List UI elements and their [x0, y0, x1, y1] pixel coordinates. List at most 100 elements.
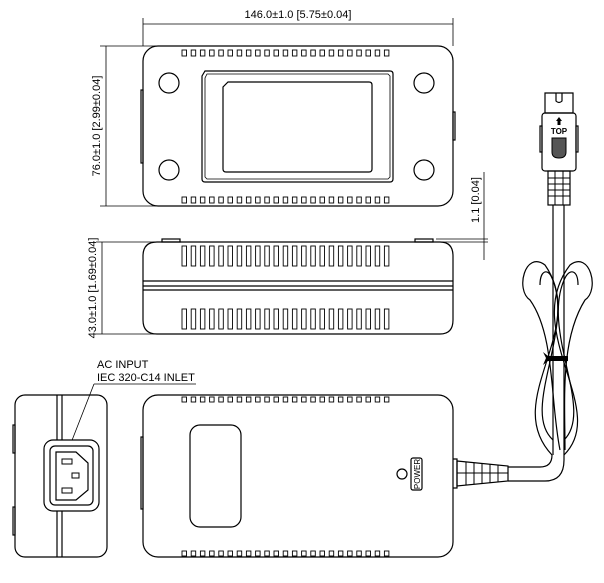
foot-dimension: 1.1 [0.04]	[470, 177, 482, 223]
vent-slot	[374, 396, 381, 403]
vent-slot	[255, 396, 261, 403]
adapter-end	[14, 394, 108, 558]
vent-slot	[319, 550, 325, 557]
vent-slot	[209, 550, 215, 557]
vent-slot	[291, 245, 298, 267]
vent-slot	[227, 49, 233, 57]
vent-slot	[310, 245, 316, 267]
vent-slot	[218, 49, 224, 57]
top-view: 146.0±1.0 [5.75±0.04] 76.0±1.0 [2.99±0.0…	[91, 9, 456, 207]
vent-slot	[245, 550, 252, 557]
vent-slot	[273, 308, 279, 330]
power-label: POWER	[413, 459, 422, 489]
vent-slot	[328, 196, 335, 204]
vent-slot	[347, 550, 353, 557]
vent-slot	[236, 308, 243, 330]
vent-slot	[190, 308, 197, 330]
vent-slot	[190, 550, 197, 557]
vent-slot	[236, 396, 243, 403]
vent-slot	[365, 245, 371, 267]
dc-cable	[508, 205, 593, 482]
vent-slot	[301, 196, 307, 204]
vent-slot	[181, 308, 187, 330]
vent-slot	[199, 550, 206, 557]
vent-slot	[209, 245, 215, 267]
vent-slot	[255, 550, 261, 557]
vent-slot	[255, 308, 261, 330]
cable-tie	[543, 352, 568, 365]
vent-slot	[181, 49, 187, 57]
vent-slot	[190, 245, 197, 267]
vent-slot	[190, 196, 197, 204]
ac-input-label: AC INPUT	[97, 359, 149, 371]
vent-slot	[273, 550, 279, 557]
vent-slot	[227, 308, 233, 330]
vent-slot	[347, 49, 353, 57]
vent-slot	[374, 550, 381, 557]
vent-slot	[291, 550, 298, 557]
vent-slot	[383, 396, 390, 403]
vent-slot	[310, 308, 316, 330]
vent-slots	[181, 196, 390, 204]
vent-slot	[365, 196, 371, 204]
label-area	[189, 424, 242, 528]
vent-slot	[365, 308, 371, 330]
width-dimension: 146.0±1.0 [5.75±0.04]	[245, 9, 352, 21]
vent-slot	[255, 245, 261, 267]
vent-slot	[356, 550, 362, 557]
vent-slot	[310, 396, 316, 403]
mounting-hole	[413, 159, 435, 181]
vent-slot	[227, 196, 233, 204]
vent-slot	[282, 245, 289, 267]
vent-slot	[245, 196, 252, 204]
vent-slot	[236, 196, 243, 204]
mounting-hole	[158, 72, 180, 94]
vent-slot	[236, 245, 243, 267]
vent-slot	[273, 49, 279, 57]
vent-slot	[282, 550, 289, 557]
vent-slot	[264, 396, 270, 403]
vent-slot	[383, 550, 390, 557]
vent-slot	[310, 49, 316, 57]
vent-slot	[264, 550, 270, 557]
vent-slot	[319, 49, 325, 57]
vent-slot	[218, 308, 224, 330]
vent-slot	[319, 396, 325, 403]
vent-slot	[310, 550, 316, 557]
vent-slot	[365, 396, 371, 403]
vent-slot	[245, 49, 252, 57]
vent-slot	[199, 245, 206, 267]
vent-slot	[374, 245, 381, 267]
vent-slot	[218, 396, 224, 403]
vent-slot	[328, 550, 335, 557]
vent-slots	[181, 308, 390, 330]
vent-slot	[328, 49, 335, 57]
vent-slot	[337, 49, 344, 57]
vent-slot	[337, 196, 344, 204]
vent-slot	[218, 550, 224, 557]
vent-slot	[227, 245, 233, 267]
vent-slot	[209, 196, 215, 204]
vent-slot	[181, 396, 187, 403]
vent-slot	[199, 49, 206, 57]
vent-slot	[227, 396, 233, 403]
side-view: 43.0±1.0 [1.69±0.04] 1.1 [0.04]	[87, 172, 488, 338]
vent-slot	[301, 49, 307, 57]
height-dimension: 43.0±1.0 [1.69±0.04]	[87, 238, 99, 339]
vent-slot	[328, 396, 335, 403]
vent-slot	[374, 49, 381, 57]
vent-slot	[236, 550, 243, 557]
vent-slot	[273, 396, 279, 403]
vent-slot	[264, 196, 270, 204]
vent-slot	[356, 49, 362, 57]
end-view: AC INPUT IEC 320-C14 INLET	[12, 359, 196, 558]
vent-slot	[236, 49, 243, 57]
vent-slot	[282, 308, 289, 330]
vent-slot	[356, 245, 362, 267]
vent-slot	[209, 49, 215, 57]
vent-slot	[383, 245, 390, 267]
vent-slot	[181, 196, 187, 204]
vent-slot	[273, 196, 279, 204]
vent-slot	[264, 308, 270, 330]
vent-slot	[365, 550, 371, 557]
